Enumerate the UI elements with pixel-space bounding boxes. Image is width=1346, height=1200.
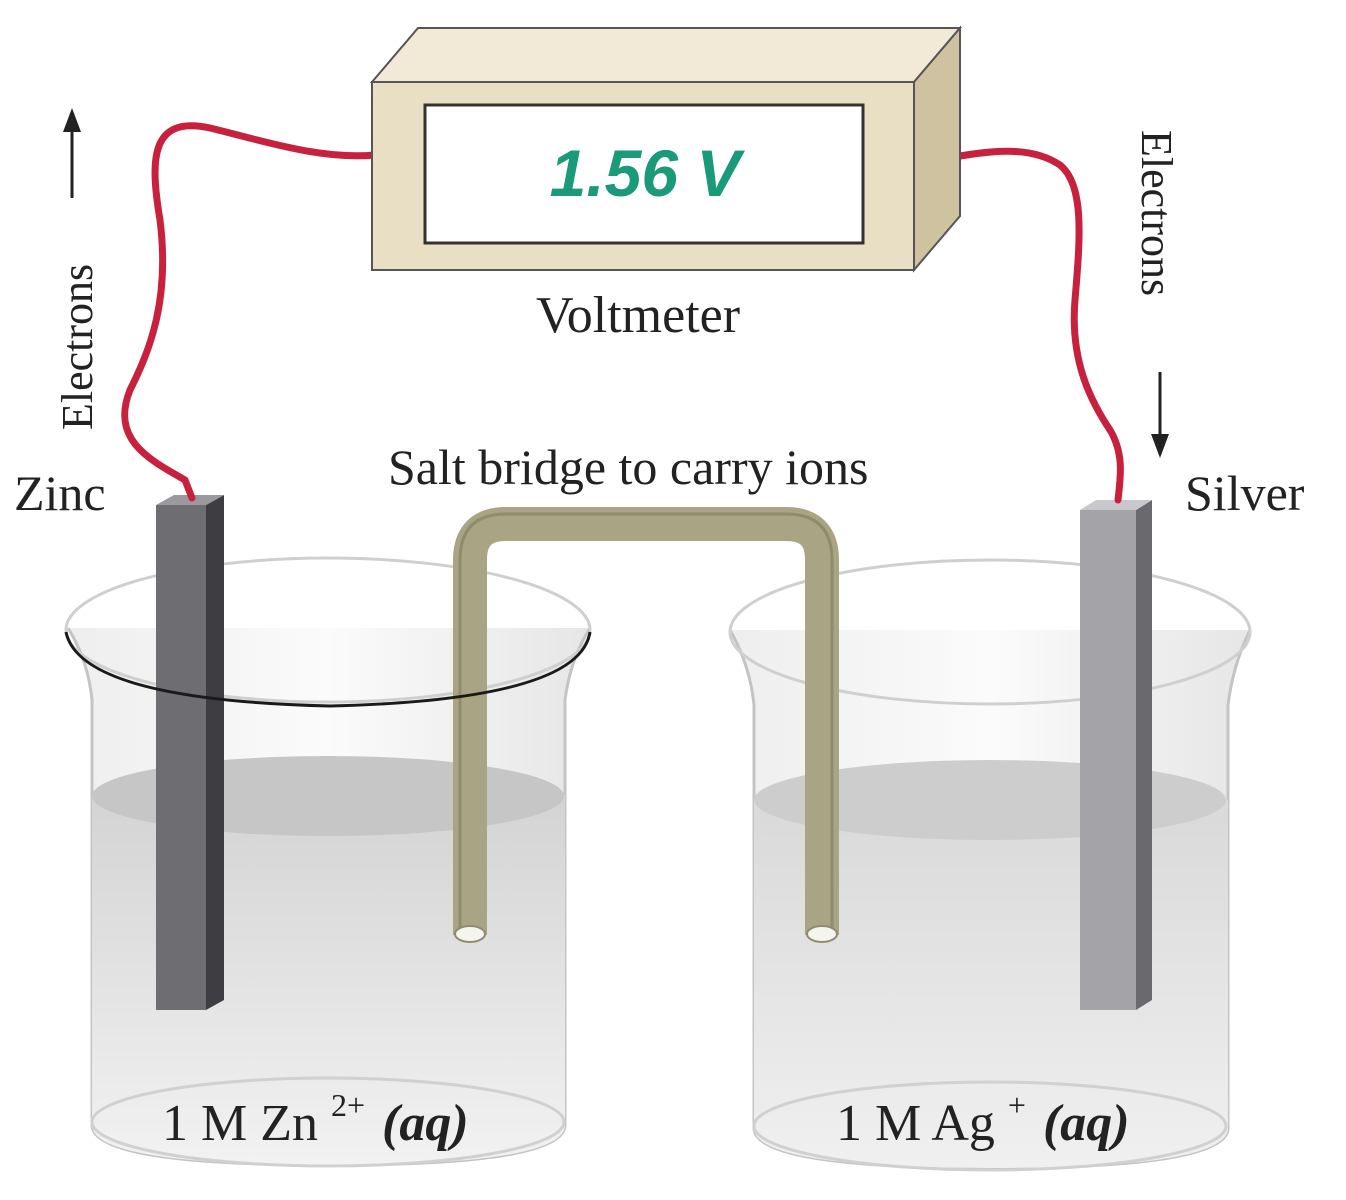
- left-electron-arrow-head: [63, 108, 81, 132]
- left-solution-label: 1 M Zn 2+ (aq): [162, 1071, 469, 1152]
- left-beaker-rim-front: [64, 631, 592, 708]
- left-beaker: [64, 556, 592, 1168]
- right-solution-label: 1 M Ag + (aq): [836, 1071, 1130, 1152]
- voltmeter: 1.56 V: [369, 25, 963, 273]
- left-solution-charge: 2+: [331, 1087, 365, 1123]
- voltmeter-top-face: [369, 27, 963, 83]
- right-electrons-label: Electrons: [1132, 130, 1181, 296]
- silver-electrode-side: [1136, 500, 1152, 1010]
- voltmeter-label: Voltmeter: [536, 287, 740, 344]
- salt-bridge-tube: [453, 507, 839, 935]
- silver-label: Silver: [1185, 465, 1305, 521]
- right-wire: [934, 147, 1124, 504]
- salt-bridge-highlight: [458, 512, 834, 930]
- right-solution-charge: +: [1008, 1087, 1026, 1123]
- silver-electrode-front: [1080, 510, 1136, 1010]
- right-electron-flow: Electrons: [1132, 130, 1181, 458]
- zinc-electrode: [156, 495, 224, 1010]
- right-electron-arrow-head: [1151, 434, 1169, 458]
- left-electrons-label: Electrons: [53, 264, 102, 430]
- salt-bridge-left-opening: [454, 925, 486, 943]
- right-beaker-rim: [728, 558, 1252, 706]
- left-beaker-rim-back: [64, 556, 592, 704]
- right-solution-prefix: 1 M Ag: [836, 1095, 995, 1152]
- silver-electrode-top: [1080, 500, 1152, 510]
- salt-bridge-label: Salt bridge to carry ions: [388, 439, 868, 495]
- voltmeter-reading: 1.56 V: [550, 136, 746, 210]
- salt-bridge-right-opening: [806, 925, 838, 943]
- left-electron-flow: Electrons: [53, 108, 102, 430]
- silver-electrode: [1080, 500, 1152, 1010]
- left-wire: [121, 122, 379, 502]
- zinc-electrode-front: [156, 505, 206, 1010]
- right-solution-state: (aq): [1043, 1095, 1130, 1152]
- left-solution-state: (aq): [382, 1095, 469, 1152]
- zinc-label: Zinc: [14, 465, 106, 521]
- left-beaker-base: [90, 1076, 566, 1168]
- voltmeter-display: [423, 103, 865, 245]
- right-beaker-base: [752, 1080, 1228, 1172]
- zinc-electrode-side: [206, 495, 224, 1010]
- left-solution-prefix: 1 M Zn: [162, 1095, 318, 1152]
- salt-bridge: [453, 507, 839, 943]
